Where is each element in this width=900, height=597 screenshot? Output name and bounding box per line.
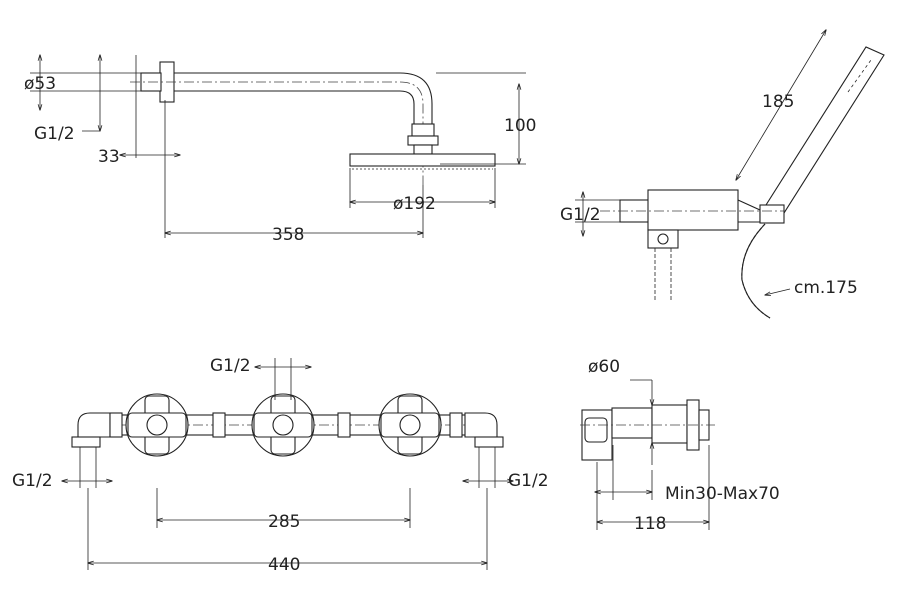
hand-shower-face <box>847 59 872 93</box>
arm-joint-lower <box>413 144 433 155</box>
hose-right <box>741 223 771 319</box>
hand-shower-view: 185 G1/2 cm.175 <box>560 30 885 319</box>
arm-tube-bottom <box>174 90 415 124</box>
mixer-front-view: G1/2 G1/2 G1/2 285 440 <box>12 356 549 575</box>
dim-185-label: 185 <box>762 92 794 112</box>
hose-outlet <box>647 229 679 249</box>
side-flange <box>651 404 688 444</box>
hose-right-shadow <box>741 223 771 319</box>
dim-g12-left-label: G1/2 <box>12 471 53 491</box>
coupler-1 <box>212 412 226 438</box>
dim-358-label: 358 <box>272 225 304 245</box>
inlet-left <box>71 436 101 448</box>
dim-185-arrow <box>736 30 826 180</box>
shower-head <box>349 153 496 167</box>
arm-joint <box>407 135 439 146</box>
dim-d53-label: ø53 <box>24 74 56 94</box>
holder-body <box>647 189 739 231</box>
cross-handle-1 <box>125 393 189 457</box>
dim-g12-holder-label: G1/2 <box>560 205 601 225</box>
hose-outlet-nut <box>657 233 669 245</box>
inlet-right <box>474 436 504 448</box>
dim-g12-top-label: G1/2 <box>210 356 251 376</box>
dim-hose-leader <box>765 288 791 295</box>
mixer-side-view: ø60 Min30-Max70 118 <box>580 357 780 534</box>
dim-minmax-label: Min30-Max70 <box>665 484 780 504</box>
side-fitting-nut <box>584 417 608 443</box>
coupler-3 <box>449 412 463 438</box>
side-body <box>611 407 653 439</box>
shower-arm-view: ø53 G1/2 33 100 ø192 358 <box>24 55 536 245</box>
cross-handle-2 <box>251 393 315 457</box>
dim-d60-label: ø60 <box>588 357 620 377</box>
dim-g12-arm-label: G1/2 <box>34 124 75 144</box>
dim-g12-right-label: G1/2 <box>508 471 549 491</box>
dim-hose-label: cm.175 <box>794 278 858 298</box>
hand-shower-handle <box>765 46 885 214</box>
arm-centerline <box>130 81 424 185</box>
dim-100-label: 100 <box>504 116 536 136</box>
holder-swivel <box>759 204 785 224</box>
cross-handle-3 <box>378 393 442 457</box>
dim-118-label: 118 <box>634 514 666 534</box>
dim-285-label: 285 <box>268 512 300 532</box>
coupler-2 <box>337 412 351 438</box>
arm-tube-top <box>174 72 433 124</box>
coupler-4 <box>109 412 123 438</box>
arm-nut <box>411 123 435 137</box>
hose-left <box>654 248 672 300</box>
dim-33-label: 33 <box>98 147 120 167</box>
dim-d192-label: ø192 <box>393 194 436 214</box>
dim-440-label: 440 <box>268 555 300 575</box>
